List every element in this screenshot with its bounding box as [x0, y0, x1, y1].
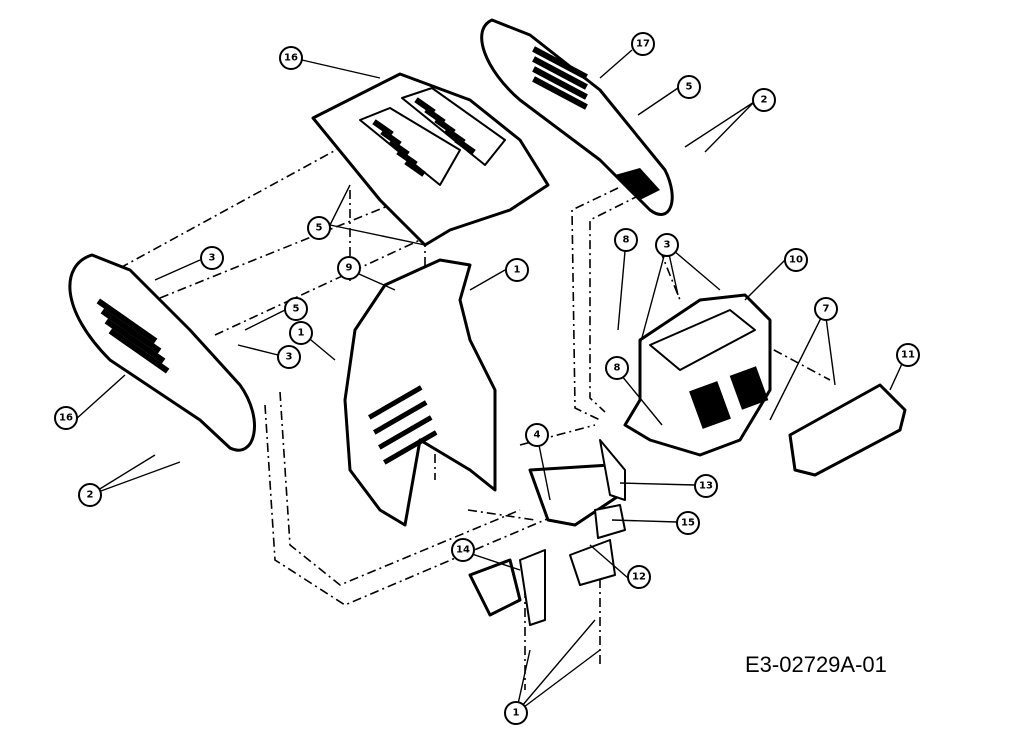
svg-text:13: 13: [699, 481, 713, 492]
svg-text:17: 17: [636, 39, 650, 50]
callout-2-left: 2: [78, 483, 102, 507]
svg-text:16: 16: [284, 53, 298, 64]
callout-10: 10: [784, 248, 808, 272]
drawing-code: E3-02729A-01: [745, 652, 887, 677]
callout-12: 12: [627, 565, 651, 589]
callout-5-left: 5: [284, 297, 308, 321]
svg-text:3: 3: [209, 253, 216, 264]
callout-16-top: 16: [279, 46, 303, 70]
callout-1-upper: 1: [505, 258, 529, 282]
hinge-brackets: [468, 439, 626, 626]
svg-text:14: 14: [456, 545, 470, 556]
callout-14: 14: [451, 538, 475, 562]
svg-text:1: 1: [513, 708, 520, 719]
svg-text:2: 2: [761, 95, 768, 106]
svg-text:1: 1: [298, 328, 305, 339]
callout-1-left: 1: [289, 321, 313, 345]
svg-text:2: 2: [87, 490, 94, 501]
svg-text:16: 16: [59, 413, 73, 424]
svg-text:1: 1: [514, 265, 521, 276]
callout-3-left: 3: [277, 345, 301, 369]
svg-text:3: 3: [286, 352, 293, 363]
hood-left-side-panel: [68, 253, 256, 452]
svg-text:11: 11: [901, 350, 915, 361]
callout-15: 15: [676, 511, 700, 535]
callout-8-lower: 8: [605, 356, 629, 380]
callout-16-left: 16: [54, 406, 78, 430]
headlight-housing: [623, 293, 772, 457]
svg-text:10: 10: [789, 255, 803, 266]
callout-2-right: 2: [752, 88, 776, 112]
callout-9: 9: [337, 256, 361, 280]
callout-11: 11: [896, 343, 920, 367]
callout-1-bottom: 1: [504, 701, 528, 725]
headlight-lens: [788, 383, 907, 477]
svg-text:15: 15: [681, 518, 695, 529]
svg-text:3: 3: [664, 240, 671, 251]
hood-top-panel: [311, 72, 550, 247]
dash-panel: [343, 258, 497, 527]
svg-text:5: 5: [316, 223, 323, 234]
svg-text:8: 8: [623, 235, 630, 246]
callout-13: 13: [694, 474, 718, 498]
hood-right-side-panel: [480, 18, 674, 216]
callout-3-top: 3: [200, 246, 224, 270]
callout-5-right: 5: [677, 75, 701, 99]
svg-text:5: 5: [686, 82, 693, 93]
callout-8-upper: 8: [614, 228, 638, 252]
callout-4: 4: [525, 423, 549, 447]
svg-text:5: 5: [293, 304, 300, 315]
callout-7: 7: [814, 297, 838, 321]
svg-text:7: 7: [823, 304, 830, 315]
callouts: 16 17 5 2 5 3 9 1 8 3 10 5 1 3 16 8 7 11…: [54, 32, 920, 725]
callout-3-right: 3: [655, 233, 679, 257]
svg-text:4: 4: [534, 430, 541, 441]
callout-5-top: 5: [307, 216, 331, 240]
svg-text:12: 12: [632, 572, 646, 583]
callout-17: 17: [631, 32, 655, 56]
svg-text:9: 9: [346, 263, 353, 274]
svg-text:8: 8: [614, 363, 621, 374]
